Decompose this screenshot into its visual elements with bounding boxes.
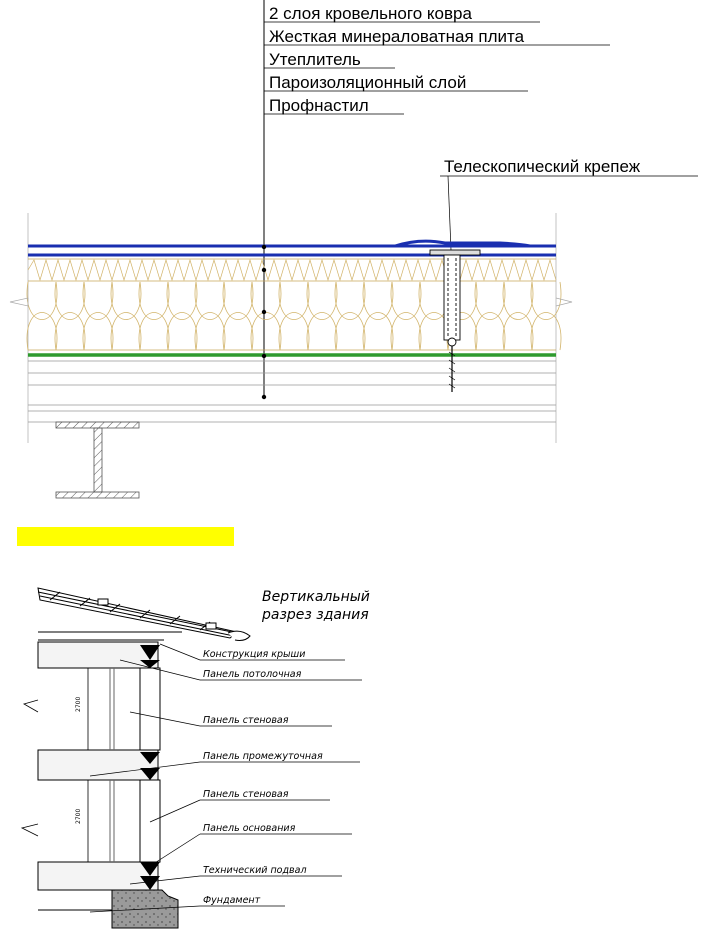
break-mark-right <box>555 297 573 307</box>
leader-dots <box>261 244 267 400</box>
roof-construction <box>37 587 251 641</box>
section-title-line1: Вертикальный <box>262 589 370 605</box>
dimension-lines <box>84 667 92 863</box>
highlight-bar <box>17 527 234 546</box>
break-mark-upper <box>22 699 39 713</box>
layer-label-rigid-wool: Жесткая минераловатная плита <box>269 27 525 46</box>
callout-ceiling-panel: Панель потолочная <box>203 669 302 680</box>
fastener-label: Телескопический крепеж <box>444 157 641 176</box>
dimension-label-upper: 2700 <box>75 697 82 712</box>
callout-wall-panel-upper: Панель стеновая <box>203 715 289 726</box>
callout-foundation: Фундамент <box>203 895 261 906</box>
break-mark-lower <box>20 823 39 837</box>
panel-joints <box>140 645 160 890</box>
break-mark-left <box>9 297 29 307</box>
dimension-label-lower: 2700 <box>75 809 82 824</box>
layer-label-roofing: 2 слоя кровельного ковра <box>269 4 472 23</box>
fastener-leader <box>447 175 452 251</box>
telescopic-fastener <box>429 249 481 392</box>
insulation-layer <box>26 281 562 351</box>
building-section: Вертикальный разрез здания <box>20 587 370 929</box>
profiled-deck <box>28 360 556 423</box>
section-title-line2: разрез здания <box>261 607 369 623</box>
callout-roof-construction: Конструкция крыши <box>203 649 305 660</box>
callout-base-panel: Панель основания <box>203 823 296 834</box>
layer-label-insulation: Утеплитель <box>269 50 361 69</box>
layer-label-profiled-deck: Профнастил <box>269 96 369 115</box>
rigid-wool-board <box>27 258 557 282</box>
foundation <box>38 889 179 929</box>
callout-technical-basement: Технический подвал <box>203 865 307 876</box>
callout-leaders <box>89 643 362 913</box>
callout-intermediate-panel: Панель промежуточная <box>203 751 323 762</box>
layer-label-vapor-barrier: Пароизоляционный слой <box>269 73 466 92</box>
wall-panels <box>38 667 161 863</box>
callout-wall-panel-lower: Панель стеновая <box>203 789 289 800</box>
roof-section: 2 слоя кровельного ковра Жесткая минерал… <box>9 0 698 499</box>
steel-i-beam <box>55 421 140 499</box>
callout-labels: Конструкция крыши Панель потолочная Пане… <box>203 649 323 906</box>
layer-labels: 2 слоя кровельного ковра Жесткая минерал… <box>264 4 610 115</box>
